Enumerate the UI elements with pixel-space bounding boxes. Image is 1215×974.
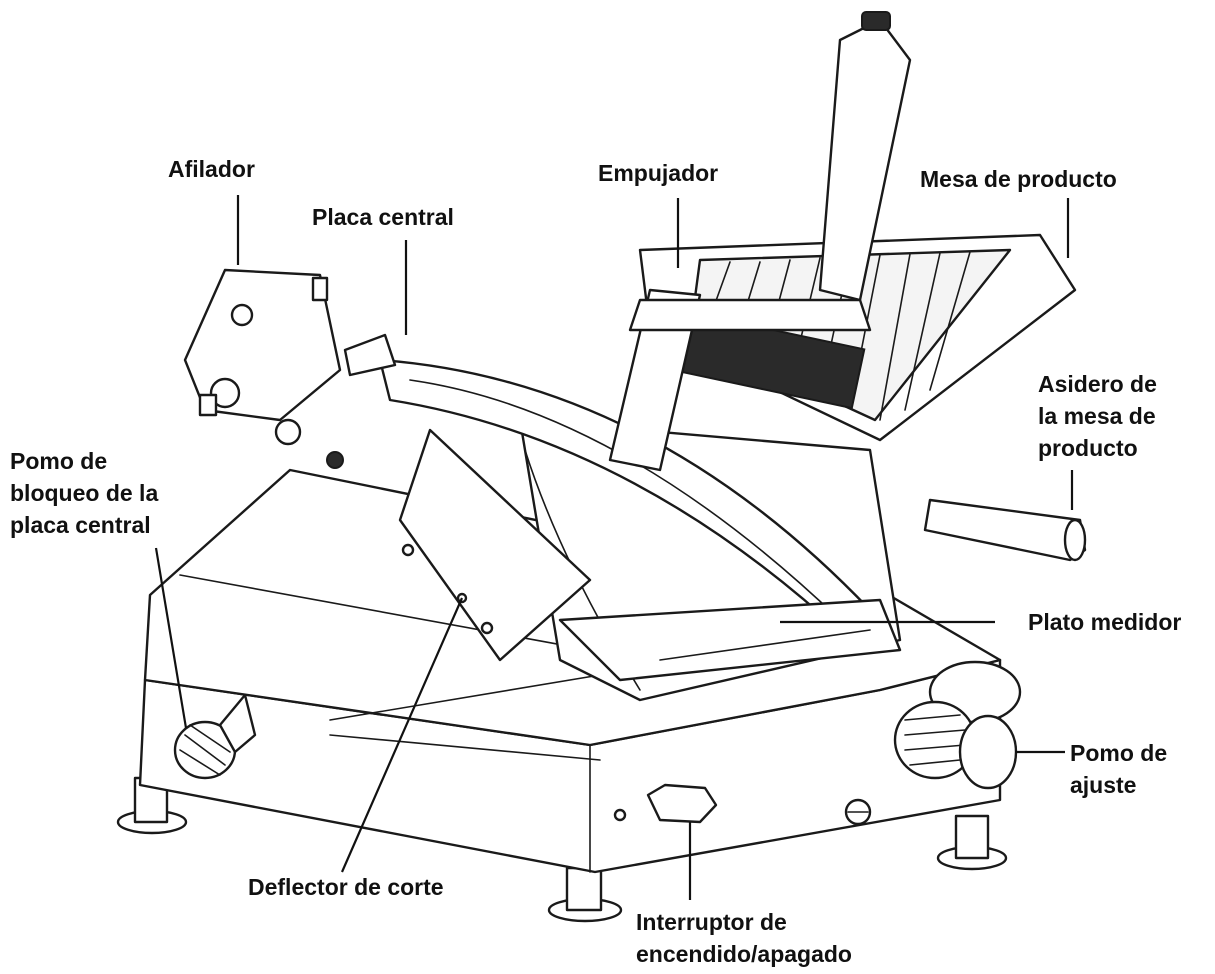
- label-asidero-line-1: Asidero de: [1038, 371, 1157, 397]
- label-empujador: Empujador: [598, 160, 719, 186]
- label-pomo-bloqueo: Pomo de bloqueo de la placa central: [10, 445, 158, 541]
- label-pomo-bloqueo-line-2: bloqueo de la: [10, 480, 159, 506]
- label-mesa-producto: Mesa de producto: [920, 166, 1117, 192]
- leader-lines: [154, 195, 1074, 900]
- product-table-handle: [923, 498, 1087, 562]
- cut-deflector: [398, 428, 592, 662]
- label-pomo-ajuste-line-1: Pomo de: [1070, 740, 1168, 766]
- lock-knob: [173, 693, 257, 780]
- label-asidero-line-3: producto: [1038, 435, 1138, 461]
- label-pomo-bloqueo-line-3: placa central: [10, 512, 151, 538]
- slicer-illustration: [116, 11, 1087, 923]
- pusher: [608, 11, 912, 472]
- leader-deflector: [340, 597, 464, 873]
- adjustment-knob: [893, 660, 1022, 790]
- label-interruptor: Interruptor de encendido/apagado: [636, 906, 852, 970]
- leader-pomo-bloqueo: [154, 547, 188, 729]
- label-pomo-ajuste: Pomo de ajuste: [1070, 737, 1167, 801]
- label-afilador: Afilador: [168, 156, 255, 182]
- label-deflector: Deflector de corte: [248, 874, 444, 900]
- gauge-plate: [558, 598, 902, 682]
- label-pomo-bloqueo-line-1: Pomo de: [10, 448, 108, 474]
- label-asidero-line-2: la mesa de: [1038, 403, 1156, 429]
- label-placa-central: Placa central: [312, 204, 454, 230]
- sharpener-assembly: [183, 268, 397, 469]
- label-interruptor-line-1: Interruptor de: [636, 909, 787, 935]
- label-plato-medidor: Plato medidor: [1028, 609, 1182, 635]
- label-interruptor-line-2: encendido/apagado: [636, 941, 852, 967]
- label-asidero: Asidero de la mesa de producto: [1038, 368, 1157, 464]
- power-switch: [613, 783, 872, 826]
- label-pomo-ajuste-line-2: ajuste: [1070, 772, 1137, 798]
